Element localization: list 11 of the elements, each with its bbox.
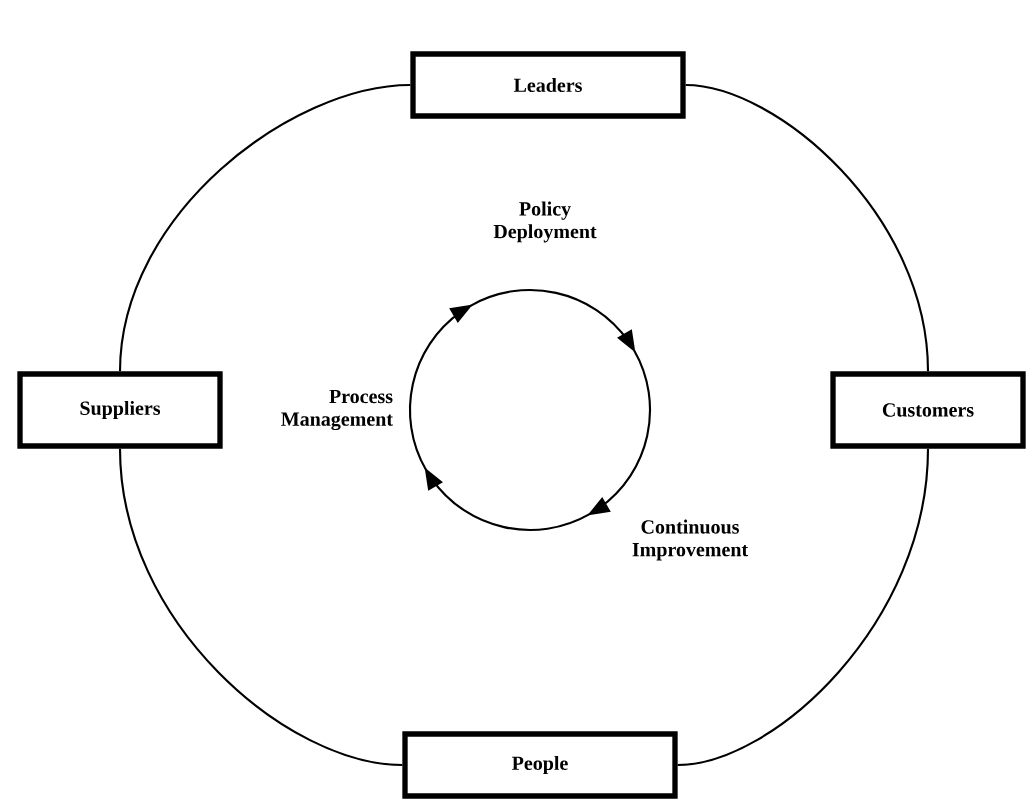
connector-arc (685, 83, 930, 372)
process-box: Leaders (410, 51, 686, 119)
stage-label: Process Management (281, 389, 393, 431)
stage-label: Continuous Improvement (632, 519, 749, 561)
process-box: People (402, 731, 678, 799)
process-box: Suppliers (17, 371, 223, 449)
connector-arc (118, 83, 411, 372)
connector-arc (118, 448, 403, 767)
process-box: Customers (830, 371, 1026, 449)
stage-label: Policy Deployment (493, 201, 597, 243)
connector-arc (677, 448, 930, 767)
